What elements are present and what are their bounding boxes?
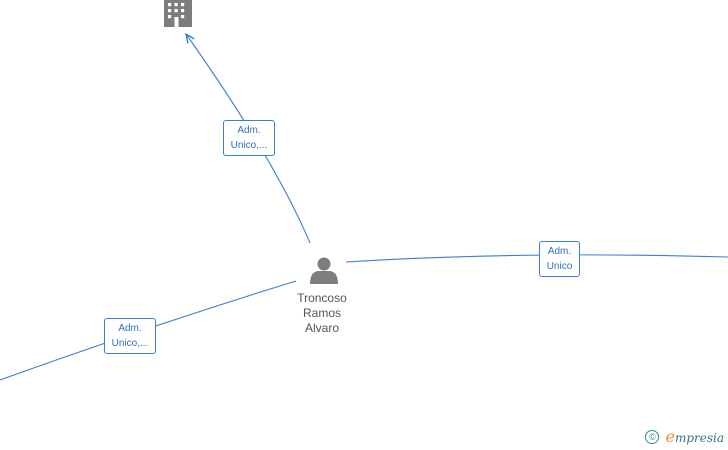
- role-line-1: Adm.: [547, 246, 572, 257]
- role-line-1: Adm.: [237, 125, 261, 136]
- empresia-watermark: © empresia: [645, 427, 724, 446]
- brand-initial: e: [665, 427, 675, 446]
- role-line-2: Unico,...: [111, 338, 149, 349]
- role-line-2: Unico: [546, 261, 573, 272]
- role-label-company[interactable]: Adm. Unico,...: [223, 120, 275, 156]
- brand-logo: empresia: [665, 427, 724, 446]
- person-name-line: Troncoso: [297, 291, 347, 305]
- person-icon[interactable]: [310, 257, 338, 285]
- person-name[interactable]: Troncoso Ramos Alvaro: [272, 291, 372, 336]
- edge-to-right: [345, 254, 728, 263]
- copyright-icon: ©: [645, 429, 660, 444]
- building-icon[interactable]: [164, 0, 192, 27]
- role-line-1: Adm.: [118, 323, 142, 334]
- person-name-line: Alvaro: [304, 321, 339, 335]
- brand-rest: mpresia: [674, 431, 724, 445]
- role-line-2: Unico,...: [230, 140, 268, 151]
- role-label-left[interactable]: Adm. Unico,...: [104, 318, 156, 354]
- person-name-line: Ramos: [302, 306, 341, 320]
- role-label-right[interactable]: Adm. Unico: [539, 241, 580, 277]
